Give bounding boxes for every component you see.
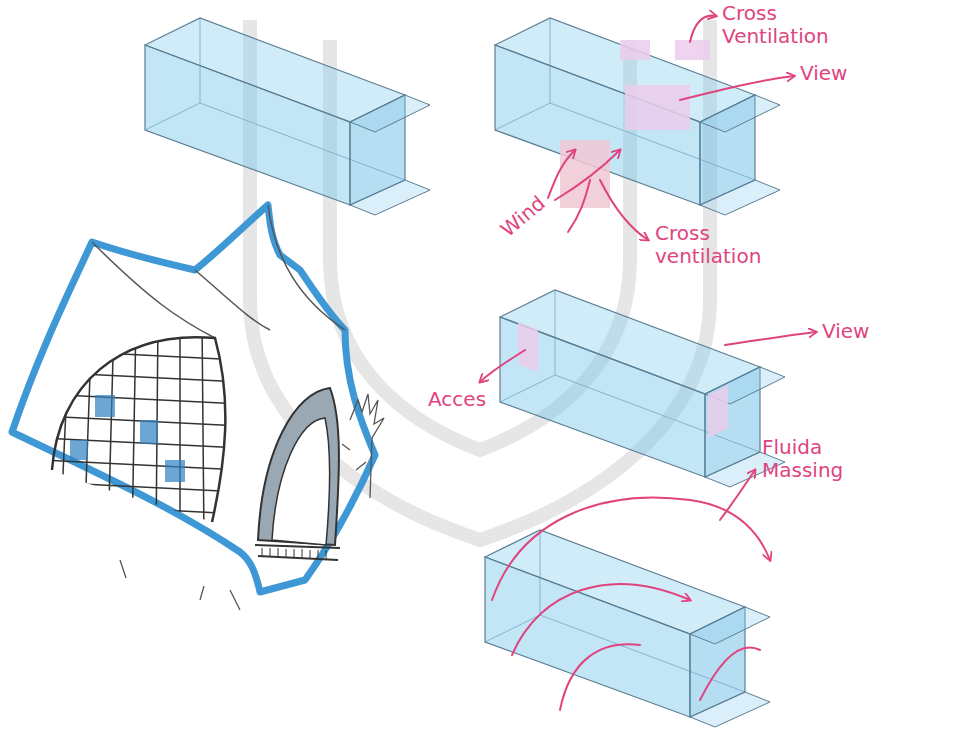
- concept-sketch: [12, 205, 384, 610]
- annotation-label: Acces: [428, 388, 486, 411]
- annotation-label: Cross ventilation: [655, 222, 785, 268]
- annotation-label: Wind: [496, 192, 549, 242]
- annotation-label: View: [800, 62, 847, 85]
- annotation-label: View: [822, 320, 869, 343]
- annotation-label: Cross Ventilation: [722, 2, 872, 48]
- annotation-label: Fluida Massing: [762, 436, 857, 482]
